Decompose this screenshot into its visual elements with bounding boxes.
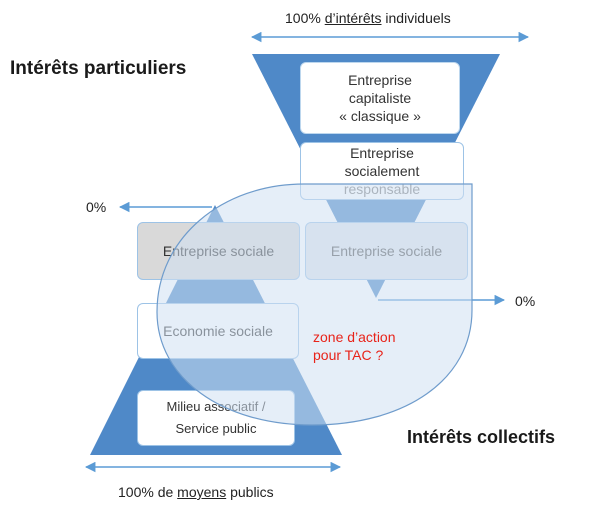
box-line: socialement — [344, 163, 420, 179]
box-line: capitaliste — [348, 90, 412, 106]
box-entreprise-sociale-left: Entreprise sociale — [137, 222, 300, 280]
heading-interets-particuliers: Intérêts particuliers — [10, 58, 187, 79]
box-line: « classique » — [339, 108, 421, 124]
top-label-underlined: d’intérêts — [324, 10, 382, 26]
box-line: Milieu associatif / — [166, 399, 266, 414]
box-entreprise-sociale-right: Entreprise sociale — [305, 222, 468, 280]
zone-line: pour TAC ? — [313, 347, 384, 363]
box-milieu-associatif: Milieu associatif / Service public — [137, 390, 295, 446]
zone-action-label: zone d’action pour TAC ? — [313, 328, 433, 364]
zero-percent-left: 0% — [86, 199, 107, 215]
box-line: Entreprise sociale — [330, 243, 443, 259]
box-line: Economie sociale — [163, 323, 273, 339]
box-line: Entreprise — [348, 72, 412, 88]
box-line: Service public — [175, 421, 257, 436]
top-label: 100% d’intérêts individuels — [285, 10, 451, 26]
bottom-label-prefix: 100% de — [118, 484, 178, 500]
box-entreprise-capitaliste: Entreprise capitaliste « classique » — [300, 62, 460, 134]
top-label-suffix: individuels — [381, 10, 451, 26]
box-entreprise-rse: Entreprise socialement responsable — [300, 142, 464, 200]
heading-interets-collectifs: Intérêts collectifs — [407, 427, 556, 447]
bottom-label-underlined: moyens — [177, 484, 227, 500]
zero-percent-right: 0% — [515, 293, 536, 309]
bottom-label-suffix: publics — [226, 484, 274, 500]
zone-line: zone d’action — [313, 329, 396, 345]
box-line: Entreprise sociale — [162, 243, 275, 259]
bottom-label: 100% de moyens publics — [118, 484, 274, 500]
box-economie-sociale: Economie sociale — [137, 303, 299, 359]
box-line: responsable — [343, 181, 421, 197]
top-label-prefix: 100% — [285, 10, 325, 26]
box-line: Entreprise — [350, 145, 414, 161]
